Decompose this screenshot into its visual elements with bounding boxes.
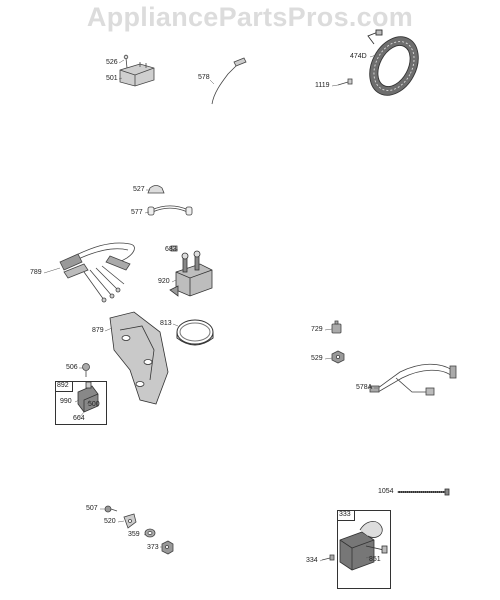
part-label-520[interactable]: 520 <box>104 518 116 525</box>
switch-990-drawing <box>77 381 99 413</box>
inset-box-333-tab <box>337 510 355 521</box>
part-label-789[interactable]: 789 <box>30 269 42 276</box>
screw-507-drawing <box>104 505 118 513</box>
part-label-920[interactable]: 920 <box>158 278 170 285</box>
part-label-334[interactable]: 334 <box>306 557 318 564</box>
part-label-526[interactable]: 526 <box>106 59 118 66</box>
part-label-474d[interactable]: 474D <box>350 53 367 60</box>
part-label-990[interactable]: 990 <box>60 398 72 405</box>
part-label-813[interactable]: 813 <box>160 320 172 327</box>
screw-526-drawing <box>123 54 129 69</box>
part-label-578a[interactable]: 578A <box>356 384 373 391</box>
inset-box-333 <box>337 510 391 589</box>
nut-373-drawing <box>161 540 174 555</box>
leader-lines <box>43 54 399 562</box>
clamp-527-drawing <box>147 185 165 194</box>
connector-729-drawing <box>331 320 342 334</box>
part-label-500[interactable]: 500 <box>88 401 100 408</box>
part-label-577[interactable]: 577 <box>131 209 143 216</box>
alternator-474d-drawing <box>367 29 419 96</box>
part-label-333[interactable]: 333 <box>339 511 351 518</box>
part-label-359[interactable]: 359 <box>128 531 140 538</box>
wire-578a-drawing <box>369 363 457 396</box>
part-label-664[interactable]: 664 <box>73 415 85 422</box>
screw-1119-drawing <box>337 78 353 86</box>
part-label-373[interactable]: 373 <box>147 544 159 551</box>
part-label-527[interactable]: 527 <box>133 186 145 193</box>
rectifier-501-drawing <box>119 62 155 87</box>
harness-789-drawing <box>59 242 135 303</box>
nut-683-drawing <box>170 245 178 252</box>
inset-box-892 <box>55 381 107 425</box>
band-813-drawing <box>176 319 214 346</box>
module-333-drawing <box>339 521 388 571</box>
tube-577-drawing <box>147 205 193 216</box>
part-label-892[interactable]: 892 <box>57 382 69 389</box>
part-label-1119[interactable]: 1119 <box>315 82 330 89</box>
shield-879-drawing <box>109 311 169 405</box>
part-label-529[interactable]: 529 <box>311 355 323 362</box>
washer-359-drawing <box>144 528 156 538</box>
part-label-507[interactable]: 507 <box>86 505 98 512</box>
part-label-501[interactable]: 501 <box>106 75 118 82</box>
part-label-683[interactable]: 683 <box>165 246 177 253</box>
site-watermark: AppliancePartsPros.com <box>86 2 414 32</box>
part-label-879[interactable]: 879 <box>92 327 104 334</box>
screw-506-drawing <box>82 363 90 377</box>
wire-578-drawing <box>211 57 247 105</box>
screw-334-drawing <box>321 554 335 561</box>
nut-529-drawing <box>331 350 345 364</box>
part-label-1054[interactable]: 1054 <box>378 488 394 495</box>
tie-1054-drawing <box>398 488 450 496</box>
solenoid-920-drawing <box>169 250 213 297</box>
part-label-729[interactable]: 729 <box>311 326 323 333</box>
part-label-506[interactable]: 506 <box>66 364 78 371</box>
part-label-851[interactable]: 851 <box>369 556 381 563</box>
part-label-578[interactable]: 578 <box>198 74 210 81</box>
bracket-520-drawing <box>123 513 137 529</box>
inset-box-892-tab <box>55 381 73 392</box>
